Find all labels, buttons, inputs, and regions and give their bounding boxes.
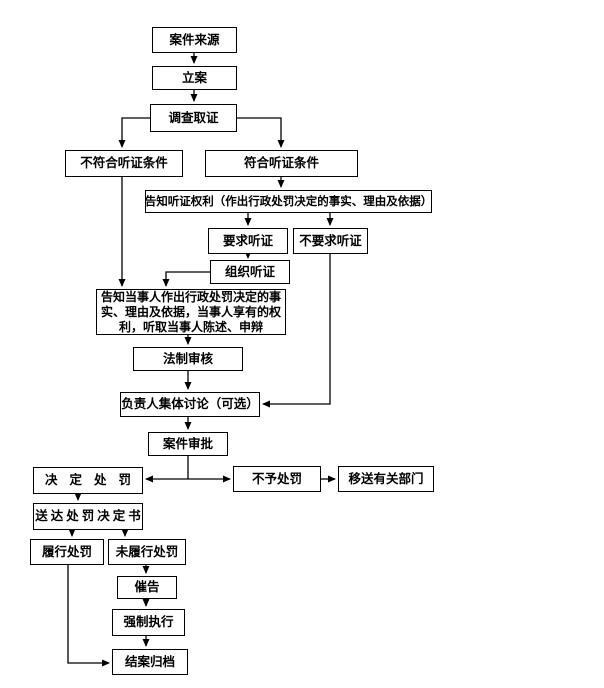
node-deliver-decision: 送达处罚决定书 bbox=[33, 503, 143, 530]
connector-no-request-hearing-to-collective-discussion bbox=[262, 254, 331, 408]
node-filing: 立案 bbox=[152, 66, 237, 90]
node-not-fulfill-penalty: 未履行处罚 bbox=[108, 539, 186, 565]
connector-investigation-to-not-meet-hearing bbox=[118, 117, 150, 148]
node-case-approval: 案件审批 bbox=[148, 432, 228, 456]
node-meet-hearing: 符合听证条件 bbox=[205, 150, 358, 177]
node-organize-hearing: 组织听证 bbox=[210, 260, 290, 284]
node-collective-discussion: 负责人集体讨论（可选） bbox=[120, 392, 260, 417]
node-compulsory-enforcement: 强制执行 bbox=[112, 609, 185, 636]
node-no-penalty: 不予处罚 bbox=[233, 466, 321, 492]
connector-investigation-to-meet-hearing bbox=[237, 117, 285, 148]
node-case-source: 案件来源 bbox=[152, 27, 237, 53]
node-demand-notice: 催告 bbox=[117, 576, 177, 599]
node-decide-penalty: 决定处罚 bbox=[33, 467, 143, 494]
connector-organize-hearing-to-notify-party bbox=[162, 271, 210, 287]
connector-fulfill-penalty-to-close-archive bbox=[67, 565, 110, 667]
node-request-hearing: 要求听证 bbox=[208, 228, 288, 254]
node-notify-hearing-right: 告知听证权利（作出行政处罚决定的事实、理由及依据） bbox=[145, 190, 432, 213]
node-legal-review: 法制审核 bbox=[133, 347, 243, 371]
node-close-archive: 结案归档 bbox=[112, 649, 188, 675]
node-investigation: 调查取证 bbox=[150, 104, 237, 132]
node-fulfill-penalty: 履行处罚 bbox=[30, 539, 104, 565]
node-no-request-hearing: 不要求听证 bbox=[293, 228, 368, 254]
node-transfer-dept: 移送有关部门 bbox=[338, 466, 434, 492]
node-notify-party: 告知当事人作出行政处罚决定的事实、理由及依据，当事人享有的权利，听取当事人陈述、… bbox=[96, 289, 286, 335]
node-not-meet-hearing: 不符合听证条件 bbox=[65, 150, 183, 177]
